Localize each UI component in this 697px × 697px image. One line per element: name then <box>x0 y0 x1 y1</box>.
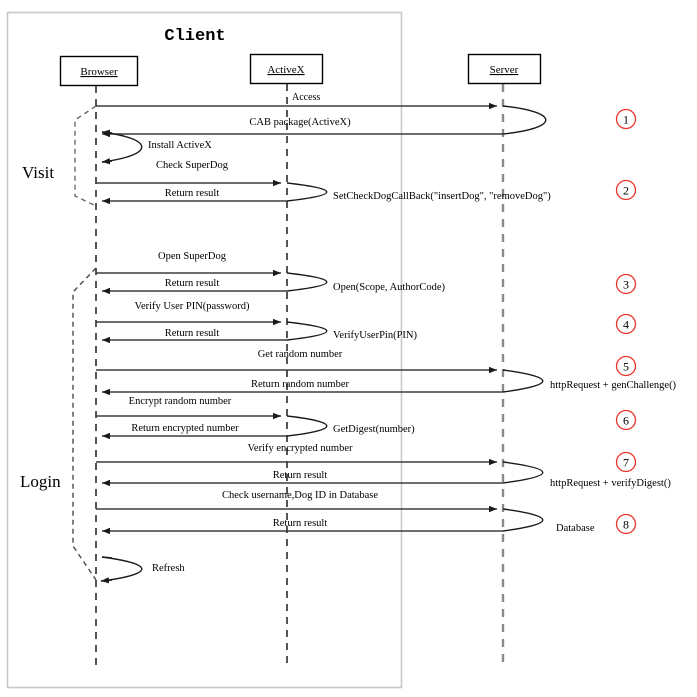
step-number: 7 <box>623 456 629 470</box>
message-check-username-dogid: Check username,Dog ID in Database Return… <box>96 490 544 535</box>
step-badge-4: 4 <box>615 313 637 335</box>
step-number: 1 <box>623 113 629 127</box>
message-encrypt-random-number: Encrypt random number Return encrypted n… <box>96 396 328 440</box>
self-loop-arrow-top <box>101 556 113 559</box>
message-label-return: Return random number <box>251 379 349 390</box>
actor-browser[interactable]: Browser <box>59 55 139 87</box>
message-label: Install ActiveX <box>148 140 212 151</box>
actor-server[interactable]: Server <box>467 53 542 85</box>
message-refresh: Refresh <box>100 556 185 584</box>
self-loop-arrow-bottom <box>101 158 113 165</box>
step-badge-6: 6 <box>615 409 637 431</box>
message-label: Open SuperDog <box>158 251 227 262</box>
actor-server-box <box>467 53 542 85</box>
access-label: Access <box>292 92 320 103</box>
group-bracket-visit <box>74 105 97 207</box>
server-arc <box>502 369 544 393</box>
client-boundary-box <box>6 11 403 689</box>
message-label: Verify encrypted number <box>248 443 353 454</box>
step-badge-5: 5 <box>615 355 637 377</box>
message-label: Check username,Dog ID in Database <box>222 490 378 501</box>
step-number: 8 <box>623 518 629 532</box>
message-cab-package: CAB package(ActiveX) <box>96 102 547 138</box>
server-arc <box>502 461 544 484</box>
self-loop-arc <box>101 131 143 163</box>
message-label: CAB package(ActiveX) <box>249 117 351 128</box>
client-title: Client <box>164 27 225 46</box>
step-badge-3: 3 <box>615 273 637 295</box>
message-label: Check SuperDog <box>156 160 229 171</box>
message-label: Encrypt random number <box>129 396 232 407</box>
actor-browser-box <box>59 55 139 87</box>
message-verify-user-pin: Verify User PIN(password) Return result <box>96 301 328 344</box>
server-arc <box>502 508 544 532</box>
step-badge-1: 1 <box>615 108 637 130</box>
group-label-login: Login <box>20 472 61 491</box>
activex-arc <box>286 272 328 292</box>
self-loop-arrow-top <box>101 129 113 136</box>
message-label-return: Return encrypted number <box>131 423 239 434</box>
actor-activex[interactable]: ActiveX <box>249 53 324 85</box>
step-badge-7: 7 <box>615 451 637 473</box>
step-number: 2 <box>623 184 629 198</box>
message-label-return: Return result <box>165 188 220 199</box>
message-label: Verify User PIN(password) <box>135 301 250 312</box>
message-get-random-number: Get random number Return random number <box>96 349 544 396</box>
actor-browser-label: Browser <box>80 66 118 78</box>
step-number: 5 <box>623 360 629 374</box>
message-open-superdog: Open SuperDog Return result <box>96 251 328 295</box>
side-note-getdigest: GetDigest(number) <box>333 424 415 435</box>
message-label: Refresh <box>152 563 185 574</box>
side-note-database: Database <box>556 523 595 534</box>
message-label: Get random number <box>258 349 343 360</box>
message-verify-encrypted-number: Verify encrypted number Return result <box>96 443 544 487</box>
side-note-setcheckdogcallback: SetCheckDogCallBack("insertDog", "remove… <box>333 191 551 202</box>
step-number: 4 <box>623 318 629 332</box>
actor-server-label: Server <box>490 64 519 76</box>
activex-arc <box>286 321 328 341</box>
group-label-visit: Visit <box>22 163 54 182</box>
activex-arc <box>286 415 328 437</box>
self-loop-arc <box>101 556 143 582</box>
message-label-return: Return result <box>165 278 220 289</box>
side-note-genchallenge: httpRequest + genChallenge() <box>550 380 677 391</box>
actor-activex-label: ActiveX <box>267 64 304 76</box>
message-check-superdog: Check SuperDog Return result <box>96 160 328 205</box>
step-badge-2: 2 <box>615 179 637 201</box>
side-note-open-scope: Open(Scope, AuthorCode) <box>333 282 445 293</box>
step-number: 3 <box>623 278 629 292</box>
activex-arc <box>286 182 328 202</box>
self-loop-arrow-bottom <box>100 577 113 584</box>
side-note-verifydigest: httpRequest + verifyDigest() <box>550 478 671 489</box>
server-arc <box>502 105 547 135</box>
message-label-return: Return result <box>273 470 328 481</box>
side-note-verifyuserpin: VerifyUserPin(PIN) <box>333 330 417 341</box>
group-bracket-login <box>72 267 97 581</box>
actor-activex-box <box>249 53 324 85</box>
step-badge-8: 8 <box>615 513 637 535</box>
message-install-activex: Install ActiveX <box>101 129 212 165</box>
step-number: 6 <box>623 414 629 428</box>
message-label-return: Return result <box>165 328 220 339</box>
message-label-return: Return result <box>273 518 328 529</box>
